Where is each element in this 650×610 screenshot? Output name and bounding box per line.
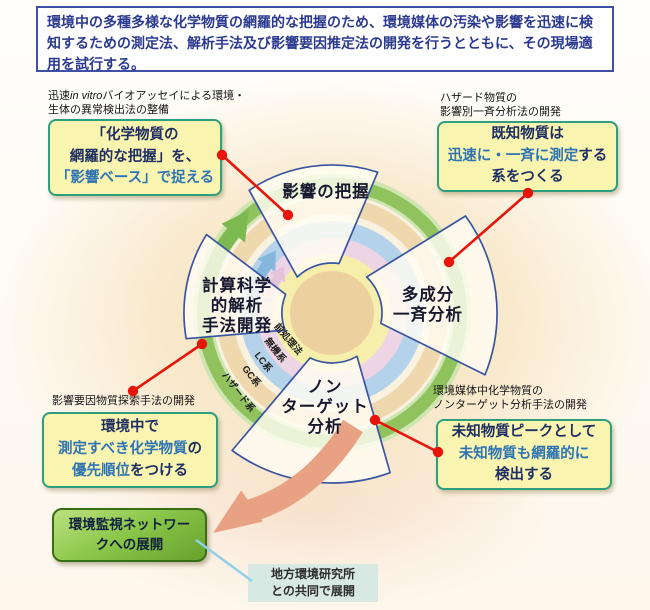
deployment-arrow-tail (246, 419, 363, 522)
wedge-nontarget (231, 355, 391, 484)
title-text: 環境中の多種多様な化学物質の網羅的な把握のため、環境媒体の汚染や影響を迅速に検知… (47, 14, 593, 72)
callout-known-line2-blue: 迅速に・一斉に測定 (447, 147, 579, 164)
annotation-hazard-line2: 影響別一斉分析法の開発 (440, 106, 561, 119)
sector-label-impact: 影響の把握 (249, 183, 403, 203)
annotation-hazard: ハザード物質の 影響別一斉分析法の開発 (440, 91, 561, 120)
sector-nontarget-line1: ノン (307, 378, 343, 396)
annotation-nontarget-line2: ノンターゲット分析手法の開発 (433, 399, 587, 412)
sector-computational-line3: 手法開発 (202, 316, 272, 335)
pink-arrow-head (269, 266, 286, 283)
annotation-bioassay-line1: 迅速in vitroバイオアッセイによる環境・ (48, 89, 245, 103)
deployment-arrow-head (213, 490, 263, 533)
collaboration-note-line1: 地方環境研究所 (270, 567, 355, 582)
sector-multi-line1: 多成分 (401, 286, 455, 304)
callout-impact-base: 「化学物質の 網羅的な把握」を、 「影響ベース」で捉える (48, 119, 222, 196)
callout-priority: 環境中で 測定すべき化学物質の 優先順位をつける (42, 412, 218, 488)
sector-nontarget-line2: ターゲット (281, 397, 369, 416)
collaboration-note-line2: との共同で展開 (271, 584, 355, 598)
callout-impact-line1: 「化学物質の (91, 126, 179, 143)
sector-label-nontarget: ノン ターゲット 分析 (266, 378, 384, 437)
callout-priority-line3-navy: をつける (130, 462, 188, 479)
title-box: 環境中の多種多様な化学物質の網羅的な把握のため、環境媒体の汚染や影響を迅速に検知… (36, 6, 614, 72)
sector-label-multicomponent: 多成分 一斉分析 (368, 286, 488, 326)
wheel-center-circle (290, 271, 374, 355)
annotation-bioassay-pre: 迅速 (48, 90, 70, 102)
callout-impact-line2: 網羅的な把握」を、 (69, 148, 201, 165)
green-arrow-head (221, 210, 249, 243)
rings (193, 174, 471, 452)
callout-priority-line2: 測定すべき化学物質の (44, 439, 216, 461)
annotation-nontarget-line1: 環境媒体中化学物質の (433, 385, 543, 397)
callout-known-line2: 迅速に・一斉に測定する (439, 146, 616, 168)
sector-impact-line1: 影響の把握 (282, 183, 370, 201)
callout-impact-line3: 「影響ベース」で捉える (55, 170, 215, 187)
callout-known-line2-navy: する (578, 147, 608, 164)
annotation-hazard-line1: ハザード物質の (440, 92, 517, 104)
callout-priority-line3-blue: 優先順位 (72, 462, 130, 479)
callout-unknown-line3: 検出する (495, 467, 553, 484)
outcome-box: 環境監視ネットワー クへの展開 (52, 508, 207, 562)
collaboration-note: 地方環境研究所 との共同で展開 (248, 564, 378, 602)
annotation-nontarget: 環境媒体中化学物質の ノンターゲット分析手法の開発 (433, 384, 587, 413)
outcome-box-line1: 環境監視ネットワー (68, 517, 191, 533)
annotation-factor-line1: 影響要因物質探索手法の開発 (52, 395, 195, 407)
blue-arrow-head (257, 250, 276, 272)
callout-known-substances: 既知物質は 迅速に・一斉に測定する 系をつくる (437, 121, 618, 192)
callout-unknown-line2: 未知物質も網羅的に (458, 445, 590, 462)
annotation-bioassay-line2: 生体の異常検出法の整備 (48, 104, 169, 117)
sector-nontarget-line3: 分析 (307, 417, 343, 436)
deployment-arrow (213, 419, 363, 533)
callout-priority-line3: 優先順位をつける (44, 461, 216, 483)
sector-computational-line2: 的解析 (210, 296, 264, 315)
callout-priority-line1: 環境中で (101, 419, 159, 436)
sector-multi-line2: 一斉分析 (393, 305, 463, 324)
wedge-computational (183, 233, 287, 340)
annotation-factor: 影響要因物質探索手法の開発 (52, 394, 195, 408)
annotation-bioassay-italic: in vitro (70, 90, 103, 102)
annotation-bioassay-rest: バイオアッセイによる環境・ (102, 90, 246, 102)
annotation-bioassay: 迅速in vitroバイオアッセイによる環境・ 生体の異常検出法の整備 (48, 89, 245, 118)
callout-known-line1: 既知物質は (491, 125, 564, 142)
callout-priority-line2-blue: 測定すべき化学物質 (58, 441, 188, 458)
callout-unknown-substances: 未知物質ピークとして 未知物質も網羅的に 検出する (436, 419, 612, 490)
callout-unknown-line1: 未知物質ピークとして (451, 423, 597, 440)
callout-known-line3: 系をつくる (491, 169, 564, 186)
outcome-box-line2: クへの展開 (95, 537, 164, 552)
sector-computational-line1: 計算科学 (202, 277, 272, 295)
sector-label-computational: 計算科学 的解析 手法開発 (182, 277, 292, 336)
callout-priority-line2-navy: の (187, 441, 202, 458)
